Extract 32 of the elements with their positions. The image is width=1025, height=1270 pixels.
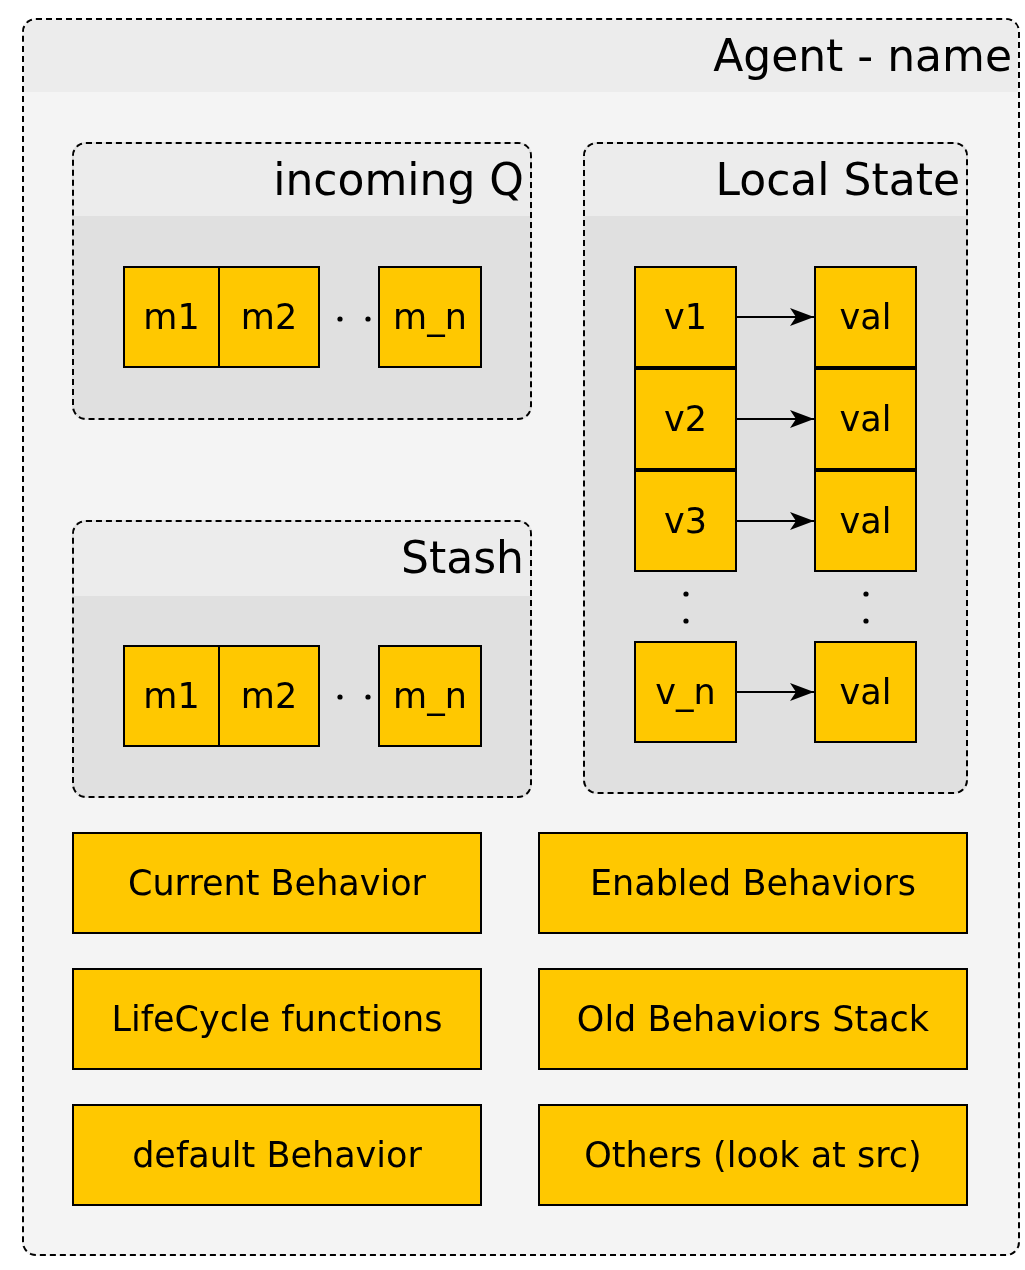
- field-box: m_n: [378, 266, 482, 368]
- group-title: Local State: [715, 158, 960, 202]
- field-box: m2: [218, 645, 320, 747]
- field-box: Others (look at src): [538, 1104, 968, 1206]
- field-box: val: [814, 266, 917, 368]
- arrow: [736, 512, 815, 530]
- field-box: val: [814, 470, 917, 572]
- group-container: [583, 142, 968, 794]
- field-box: v1: [634, 266, 737, 368]
- field-box: Enabled Behaviors: [538, 832, 968, 934]
- field-box: m1: [123, 645, 220, 747]
- field-box: LifeCycle functions: [72, 968, 482, 1070]
- field-box: v3: [634, 470, 737, 572]
- group-container: [22, 18, 1020, 1256]
- field-box: v2: [634, 368, 737, 470]
- field-box: m2: [218, 266, 320, 368]
- field-box: val: [814, 368, 917, 470]
- field-box: v_n: [634, 641, 737, 743]
- group-container: [72, 142, 532, 420]
- arrow: [736, 683, 815, 701]
- field-box: m1: [123, 266, 220, 368]
- group-title: incoming Q: [273, 158, 524, 202]
- group-title: Agent - name: [713, 34, 1012, 78]
- group-title: Stash: [401, 536, 524, 580]
- field-box: Old Behaviors Stack: [538, 968, 968, 1070]
- arrow: [736, 410, 815, 428]
- arrow: [736, 308, 815, 326]
- field-box: m_n: [378, 645, 482, 747]
- field-box: val: [814, 641, 917, 743]
- group-container: [72, 520, 532, 798]
- field-box: Current Behavior: [72, 832, 482, 934]
- field-box: default Behavior: [72, 1104, 482, 1206]
